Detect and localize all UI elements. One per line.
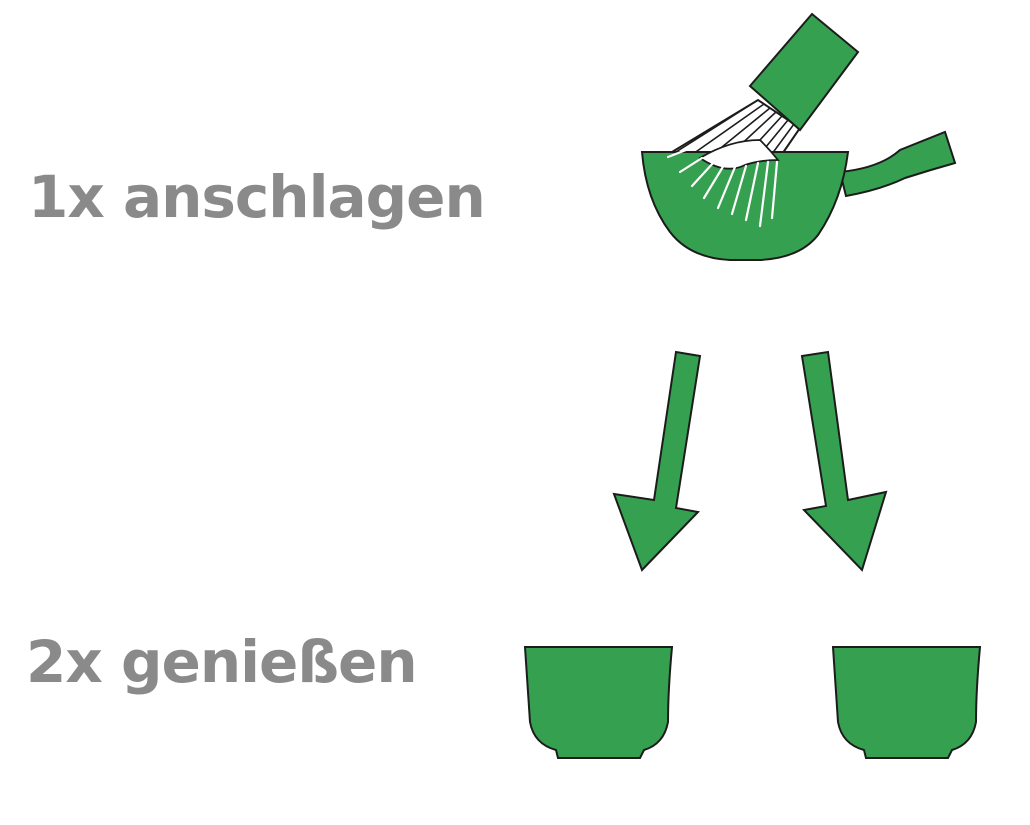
arrow-down-left-icon <box>612 350 702 572</box>
tea-cup-icon-2 <box>831 646 982 759</box>
step-1-label: 1x anschlagen <box>28 163 486 231</box>
bowl-handle <box>838 130 957 198</box>
whisk-handle <box>748 12 860 132</box>
tea-cup-icon <box>523 646 674 759</box>
bowl-body <box>640 151 850 261</box>
whisk-tines-submerged <box>666 148 779 228</box>
whisk-bowl-icon <box>640 12 957 261</box>
step-2-label: 2x genießen <box>26 628 418 696</box>
arrow-down-right-icon <box>800 350 888 572</box>
